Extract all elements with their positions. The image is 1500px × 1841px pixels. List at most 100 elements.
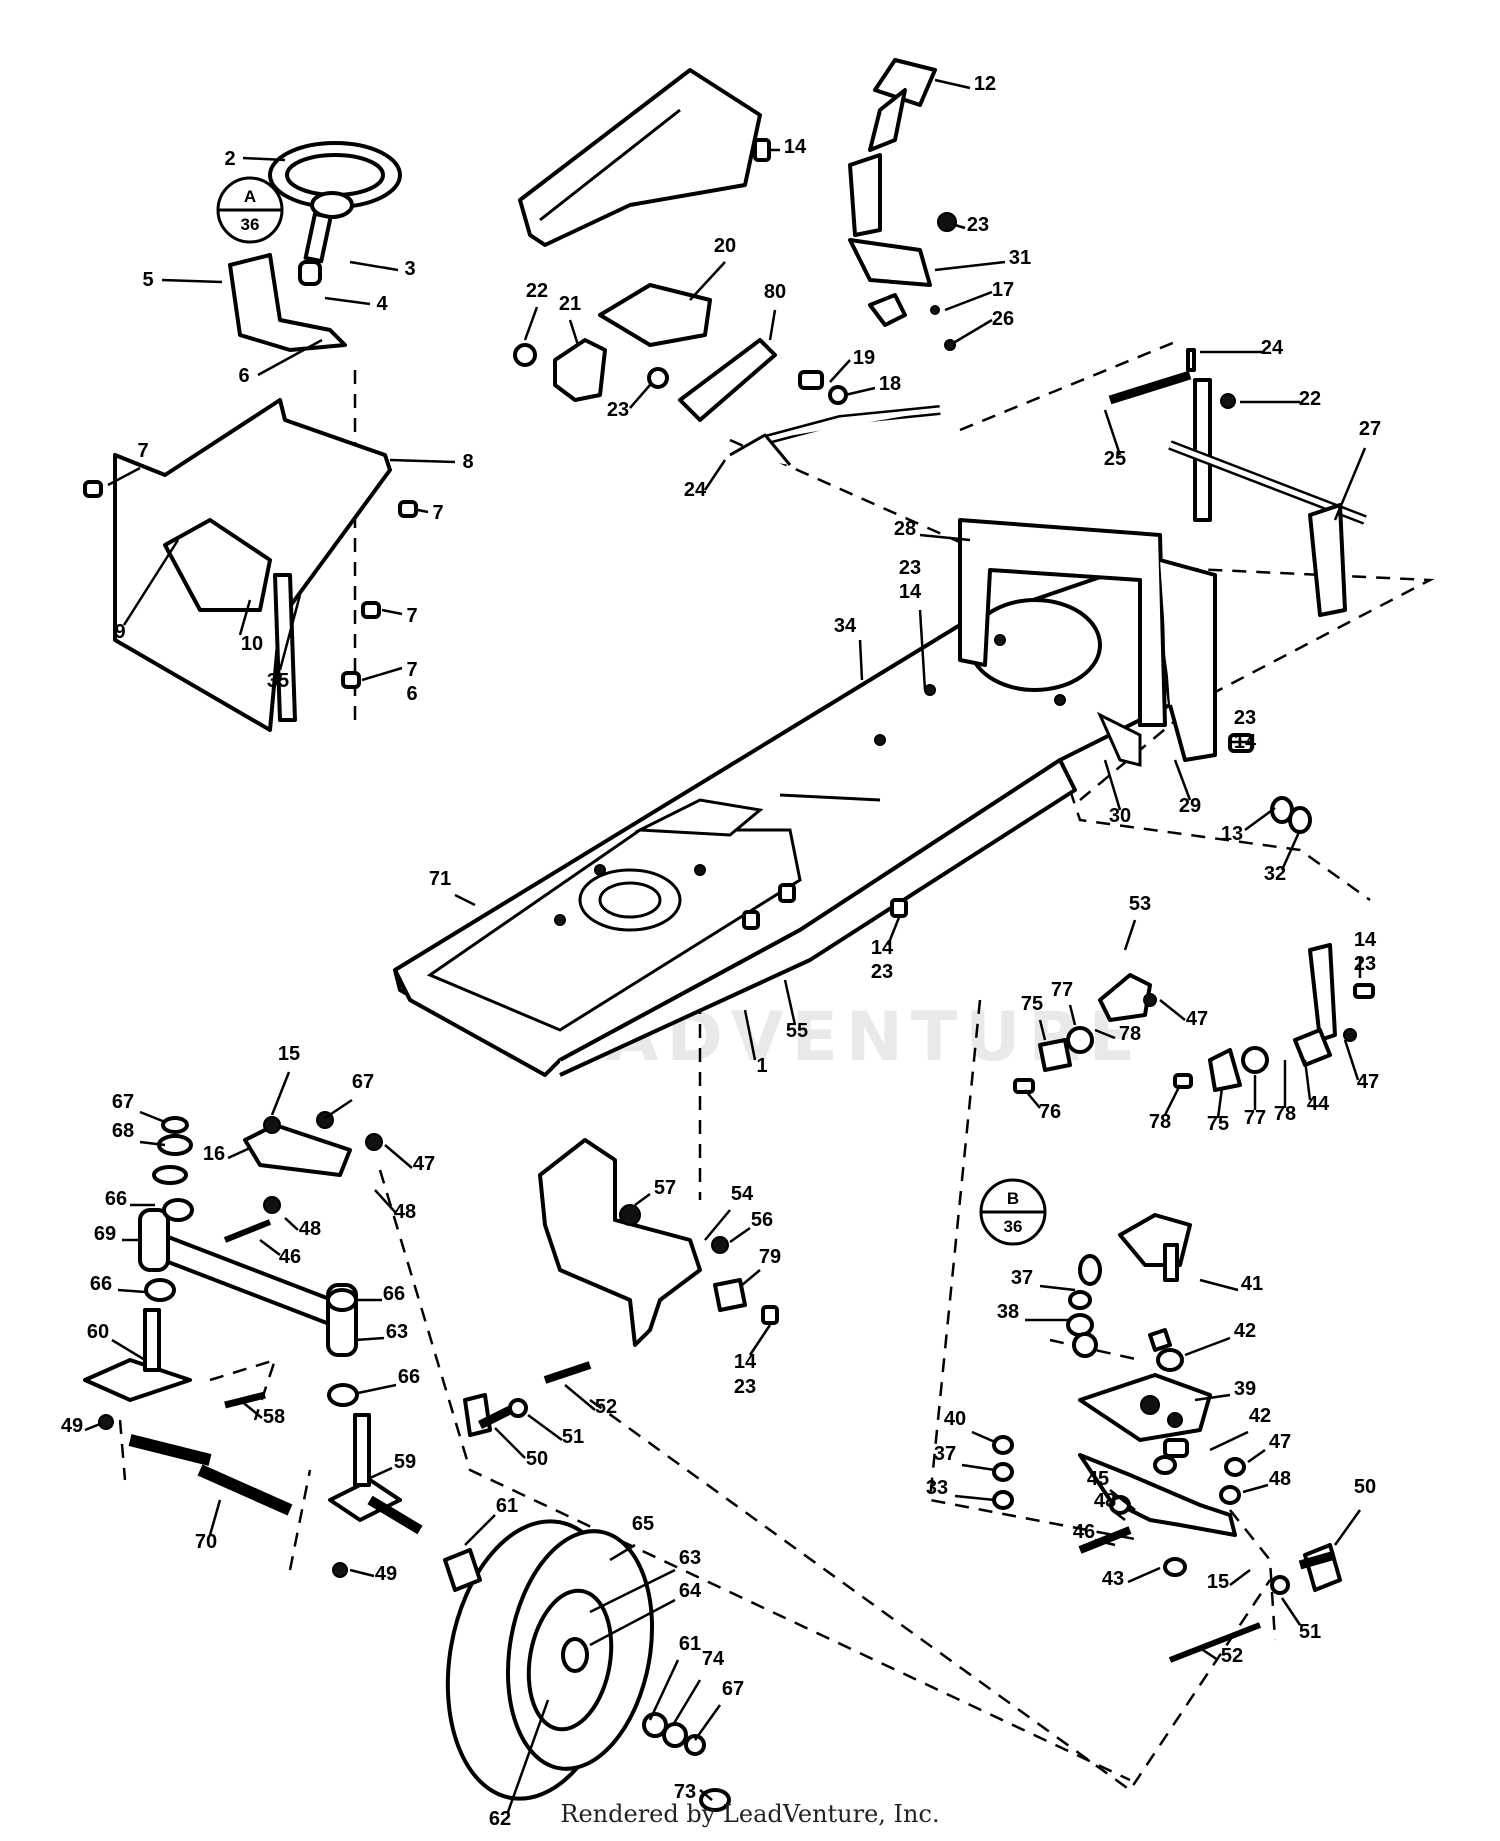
part-label-12: 12 — [974, 73, 996, 95]
part-label-60: 60 — [87, 1321, 109, 1343]
part-label-63: 63 — [386, 1321, 408, 1343]
part-label-20: 20 — [714, 235, 736, 257]
leader-line — [589, 1598, 676, 1647]
part-label-48: 48 — [299, 1218, 321, 1240]
callout-a-letter: A — [244, 187, 256, 206]
leader-line — [111, 1338, 146, 1362]
leader-line — [634, 1192, 651, 1207]
leader-line — [1068, 1004, 1077, 1026]
part-label-31: 31 — [1009, 247, 1031, 269]
part-label-50: 50 — [526, 1448, 548, 1470]
part-label-50: 50 — [1354, 1476, 1376, 1498]
part-label-25: 25 — [1104, 448, 1126, 470]
leader-line — [954, 223, 966, 230]
leader-line — [629, 384, 651, 409]
leader-line — [527, 1413, 563, 1442]
part-label-63: 63 — [679, 1547, 701, 1569]
leader-line — [1216, 1087, 1224, 1119]
leader-line — [139, 1110, 166, 1124]
part-label-23: 23 — [871, 961, 893, 983]
leader-line — [748, 1324, 772, 1356]
part-label-48: 48 — [1269, 1468, 1291, 1490]
leader-line — [954, 318, 993, 344]
part-label-37: 37 — [1011, 1267, 1033, 1289]
part-label-29: 29 — [1179, 795, 1201, 817]
part-label-30: 30 — [1109, 805, 1131, 827]
part-label-39: 39 — [1234, 1378, 1256, 1400]
part-label-17: 17 — [992, 279, 1014, 301]
part-label-32: 32 — [1264, 863, 1286, 885]
leader-line — [357, 1383, 397, 1395]
part-label-48: 48 — [1094, 1490, 1116, 1512]
leader-line — [743, 1009, 757, 1061]
center-bracket — [538, 883, 1342, 1663]
leader-line — [278, 594, 302, 671]
part-label-6: 6 — [406, 683, 417, 705]
part-label-14: 14 — [1234, 731, 1257, 753]
part-label-61: 61 — [679, 1633, 701, 1655]
part-label-78: 78 — [1149, 1111, 1171, 1133]
leader-line — [389, 458, 456, 464]
leader-line — [1038, 1019, 1047, 1041]
part-label-40: 40 — [944, 1408, 966, 1430]
leader-line — [1103, 759, 1122, 811]
leader-line — [417, 508, 429, 514]
part-label-67: 67 — [722, 1678, 744, 1700]
part-label-52: 52 — [595, 1396, 617, 1418]
part-label-78: 78 — [1274, 1103, 1296, 1125]
leader-line — [564, 1384, 596, 1411]
leader-line — [648, 1659, 680, 1721]
part-label-48: 48 — [394, 1201, 416, 1223]
part-label-65: 65 — [632, 1513, 654, 1535]
callout-b: B 36 — [979, 1178, 1047, 1246]
part-label-42: 42 — [1234, 1320, 1256, 1342]
leader-line — [361, 666, 403, 682]
part-label-13: 13 — [1221, 823, 1243, 845]
part-label-22: 22 — [526, 280, 548, 302]
part-label-47: 47 — [1357, 1071, 1379, 1093]
part-label-38: 38 — [997, 1301, 1019, 1323]
part-label-64: 64 — [679, 1580, 702, 1602]
part-label-47: 47 — [1186, 1008, 1208, 1030]
part-label-19: 19 — [853, 347, 875, 369]
leader-line — [1194, 1393, 1231, 1402]
part-label-14: 14 — [871, 937, 894, 959]
leader-line — [1209, 1430, 1249, 1452]
part-label-56: 56 — [751, 1209, 773, 1231]
leader-line — [84, 1422, 101, 1432]
leader-line — [1109, 1489, 1136, 1511]
part-label-57: 57 — [654, 1177, 676, 1199]
part-label-18: 18 — [879, 373, 901, 395]
leader-line — [1280, 1597, 1302, 1626]
part-label-23: 23 — [734, 1376, 756, 1398]
leader-line — [1333, 1509, 1362, 1546]
part-label-24: 24 — [1261, 337, 1284, 359]
part-label-23: 23 — [1234, 707, 1256, 729]
part-label-47: 47 — [1269, 1431, 1291, 1453]
leader-line — [589, 1568, 676, 1614]
leader-line — [886, 914, 902, 946]
leader-line — [506, 1699, 550, 1813]
part-label-7: 7 — [406, 659, 417, 681]
leader-line — [1247, 1448, 1266, 1464]
leader-line — [239, 1399, 263, 1419]
leader-line — [374, 1189, 396, 1213]
part-label-52: 52 — [1221, 1645, 1243, 1667]
part-label-66: 66 — [105, 1188, 127, 1210]
leader-line — [324, 296, 371, 306]
part-label-7: 7 — [137, 440, 148, 462]
part-label-22: 22 — [1299, 388, 1321, 410]
leader-line — [919, 533, 971, 542]
part-label-49: 49 — [61, 1415, 83, 1437]
leader-line — [384, 1144, 413, 1169]
leader-line — [671, 1679, 702, 1726]
leader-line — [122, 539, 180, 626]
leader-line — [381, 608, 403, 616]
leader-line — [238, 599, 252, 636]
part-label-41: 41 — [1241, 1273, 1263, 1295]
leader-line — [1242, 1483, 1269, 1494]
leader-line — [918, 609, 927, 691]
part-label-46: 46 — [1073, 1521, 1095, 1543]
leader-line — [689, 261, 726, 301]
